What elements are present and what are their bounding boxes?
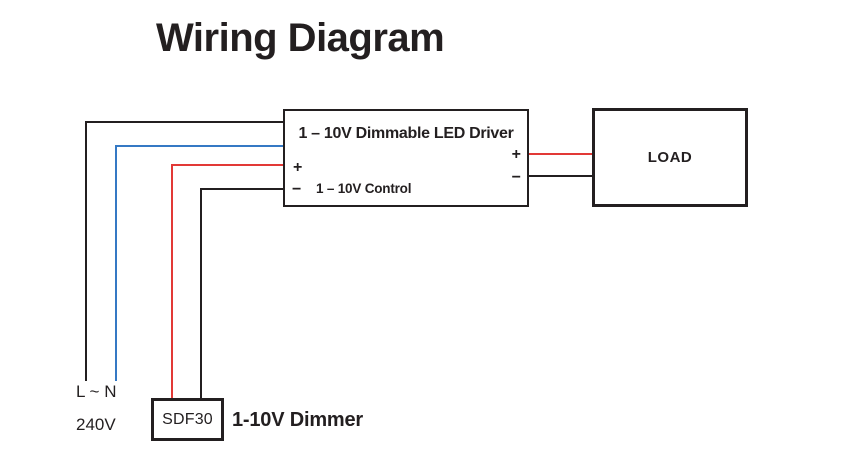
wire-control-minus-vertical	[200, 188, 202, 399]
dimmer-box: SDF30	[151, 398, 224, 441]
wire-control-plus-vertical	[171, 164, 173, 399]
load-box: LOAD	[592, 108, 748, 207]
wire-load-minus	[529, 175, 593, 177]
wire-control-minus-horizontal	[201, 188, 283, 190]
wire-control-plus-horizontal	[172, 164, 283, 166]
mains-terminals-label: L ~ N	[76, 382, 117, 401]
driver-left-plus-terminal: +	[293, 159, 303, 176]
wire-mains-neutral-horizontal	[116, 145, 283, 147]
wire-mains-neutral-vertical	[115, 145, 117, 381]
control-input-label: 1 – 10V Control	[316, 181, 412, 196]
driver-left-minus-terminal: −	[292, 181, 302, 198]
dimmer-model-label: SDF30	[162, 410, 213, 428]
page-title: Wiring Diagram	[156, 16, 445, 60]
load-label: LOAD	[647, 149, 693, 166]
driver-right-minus-terminal: −	[511, 169, 521, 186]
led-driver-box: 1 – 10V Dimmable LED Driver + − 1 – 10V …	[283, 109, 529, 207]
dimmer-type-label: 1-10V Dimmer	[232, 409, 363, 431]
driver-right-plus-terminal: +	[511, 146, 521, 163]
wire-mains-live-vertical	[85, 121, 87, 381]
wire-mains-live-horizontal	[86, 121, 283, 123]
led-driver-label: 1 – 10V Dimmable LED Driver	[298, 125, 514, 142]
wire-load-plus	[529, 153, 593, 155]
mains-voltage-label: 240V	[76, 415, 116, 434]
